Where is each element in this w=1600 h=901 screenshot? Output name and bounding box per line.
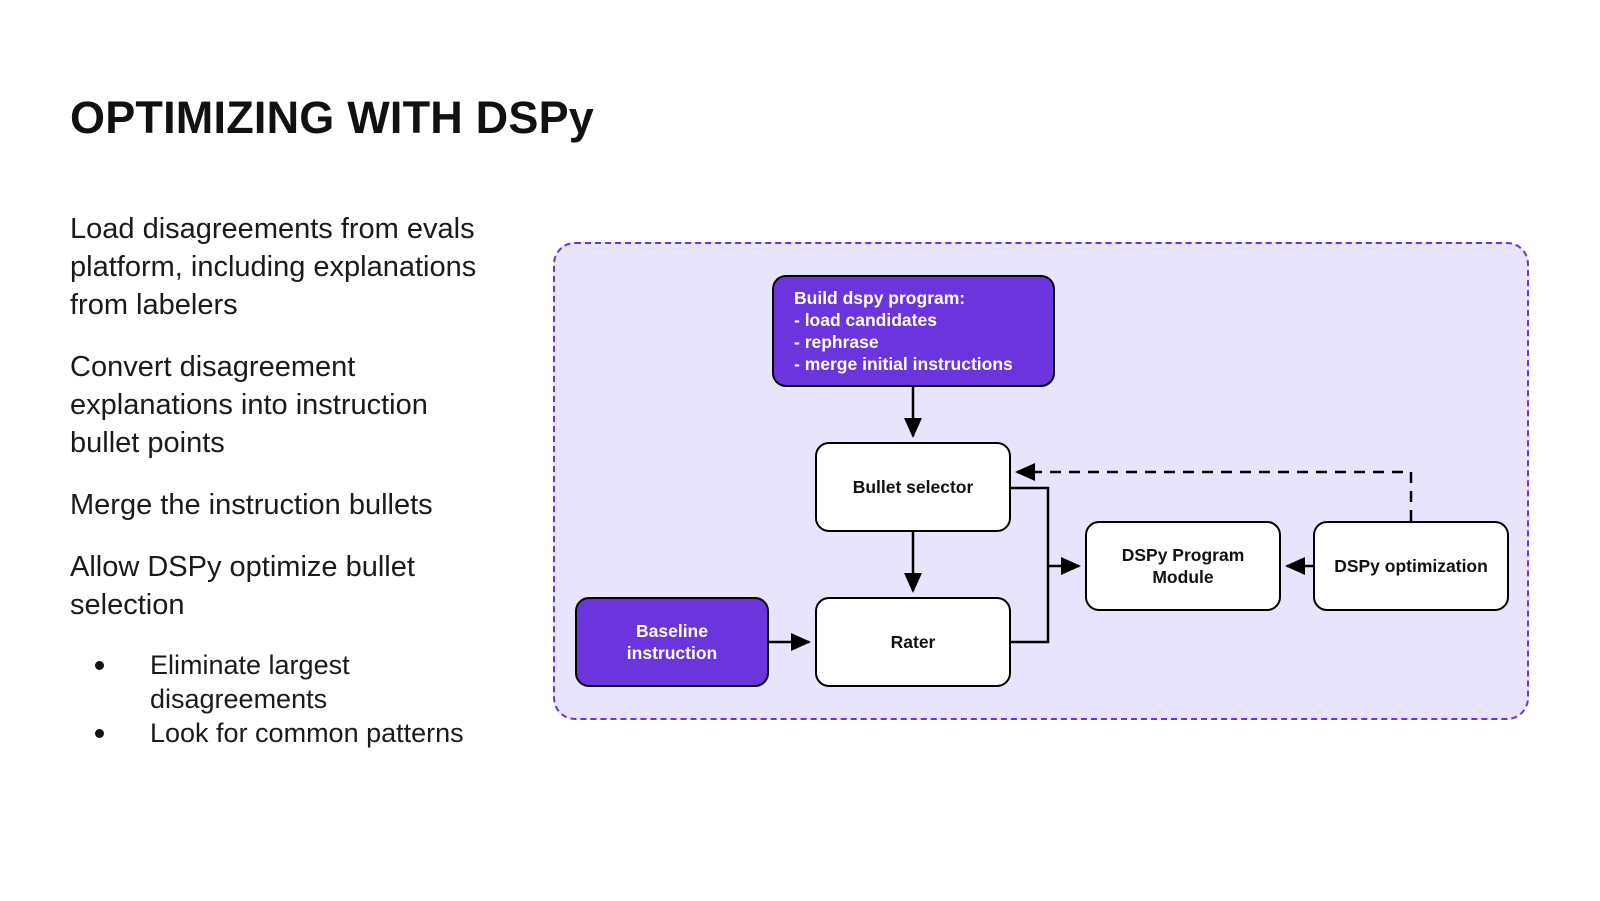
diagram-node-label: DSPy optimization: [1334, 556, 1488, 576]
edge-bracket-to-dspy-program-module: [1011, 486, 1082, 644]
body-paragraph-1: Load disagreements from evals platform, …: [70, 213, 477, 321]
list-item-label: Eliminate largest disagreements: [150, 650, 350, 714]
diagram-panel: Build dspy program: - load candidates - …: [553, 242, 1529, 720]
diagram-node-label: Rater: [890, 632, 936, 652]
diagram-connectors: [769, 387, 1413, 651]
body-text-column: Load disagreements from evals platform, …: [70, 210, 500, 750]
bullet-dot-icon: [95, 729, 104, 738]
page-title: OPTIMIZING WITH DSPy: [70, 92, 595, 143]
body-paragraph-2: Convert disagreement explanations into i…: [70, 351, 428, 459]
list-item-label: Look for common patterns: [150, 718, 464, 748]
diagram-node-dspy-program-module[interactable]: DSPy Program Module: [1085, 521, 1281, 611]
diagram-node-label: Bullet selector: [852, 477, 974, 497]
diagram-node-rater[interactable]: Rater: [815, 597, 1011, 687]
body-paragraph-3: Merge the instruction bullets: [70, 489, 433, 521]
diagram-node-label: Baseline instruction: [626, 621, 718, 663]
bullet-dot-icon: [95, 661, 104, 670]
list-item: Eliminate largest disagreements: [70, 648, 500, 716]
diagram-node-bullet-selector[interactable]: Bullet selector: [815, 442, 1011, 532]
sub-bullet-list: Eliminate largest disagreements Look for…: [70, 648, 500, 750]
diagram-node-label: DSPy Program Module: [1121, 545, 1245, 587]
diagram-node-build-dspy-program[interactable]: Build dspy program: - load candidates - …: [772, 275, 1055, 387]
diagram-node-baseline-instruction[interactable]: Baseline instruction: [575, 597, 769, 687]
diagram-node-label: Build dspy program: - load candidates - …: [794, 288, 1013, 374]
edge-dashed-feedback-to-bullet-selector: [1014, 463, 1413, 521]
list-item: Look for common patterns: [70, 716, 500, 750]
diagram-node-dspy-optimization[interactable]: DSPy optimization: [1313, 521, 1509, 611]
body-paragraph-4: Allow DSPy optimize bullet selection: [70, 551, 415, 621]
